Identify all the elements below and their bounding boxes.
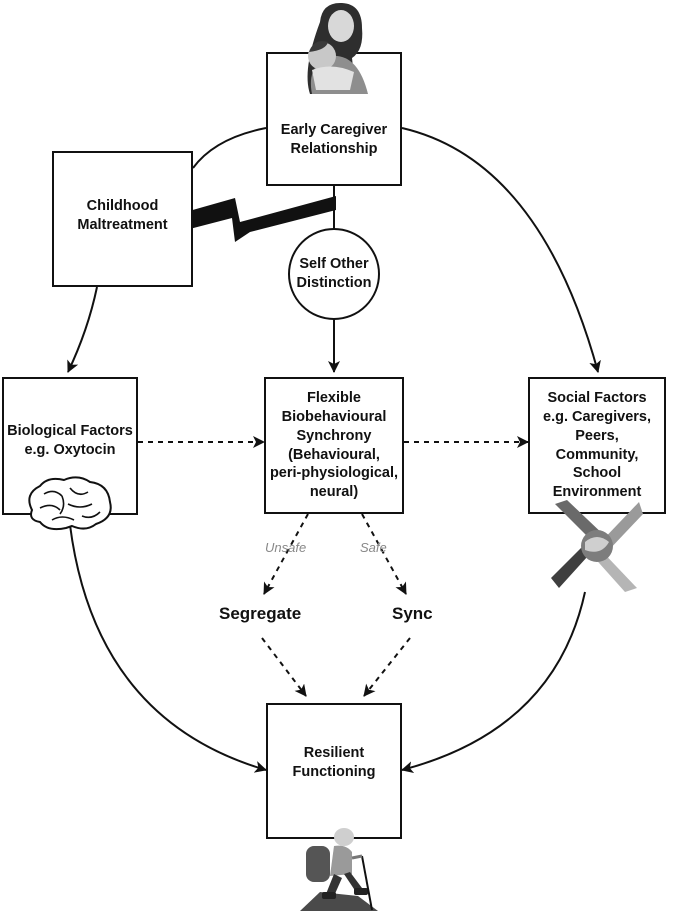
branch-segregate: Segregate [219, 604, 302, 623]
edge-label-unsafe: Unsafe [265, 540, 307, 555]
node-resilient-functioning: Resilient Functioning [266, 703, 402, 839]
mother-child-icon [307, 2, 368, 94]
edge-label-safe: Safe [360, 540, 387, 555]
brain-icon [28, 476, 112, 531]
branch-sync: Sync [392, 604, 433, 623]
lightning-bolt-icon [175, 196, 336, 242]
edge-caregiver-to-social [401, 127, 601, 373]
hands-stack-icon [551, 500, 643, 592]
hiker-icon [300, 828, 378, 911]
edge-caregiver-to-maltreatment [192, 127, 267, 169]
edge-sync-to-resilient [363, 637, 411, 697]
edge-segregate-to-resilient [261, 637, 307, 697]
node-flexible-biobehavioural-synchrony: Flexible Biobehavioural Synchrony (Behav… [264, 377, 404, 514]
node-childhood-maltreatment: Childhood Maltreatment [52, 151, 193, 287]
edge-maltreatment-to-biological [67, 286, 98, 373]
edge-biological-to-resilient [69, 524, 267, 773]
edge-social-to-resilient [401, 591, 586, 774]
edge-caregiver-to-biological [41, 165, 52, 230]
node-self-other-distinction: Self Other Distinction [288, 228, 380, 320]
node-social-factors: Social Factors e.g. Caregivers, Peers, C… [528, 377, 666, 514]
